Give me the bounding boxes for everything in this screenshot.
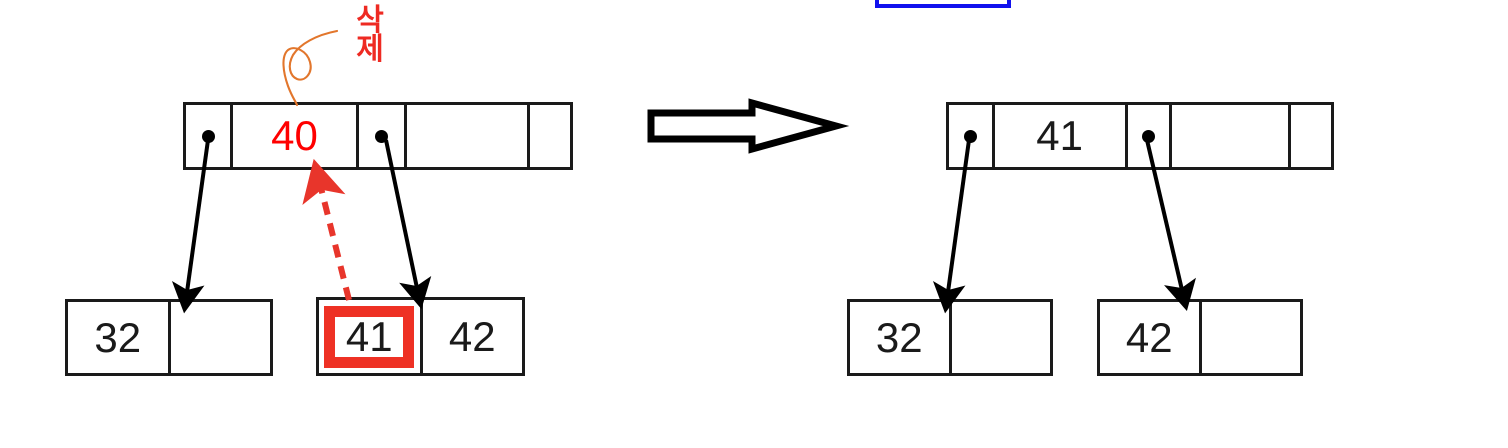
pointer-dot-icon (375, 129, 388, 143)
root-before-cell-key: 40 (233, 105, 359, 167)
pointer-arrow-root-after-left (932, 139, 971, 314)
leaf32-after-key-label: 32 (875, 313, 923, 361)
leaf32-before-cell-key: 32 (68, 302, 171, 373)
pointer-arrow-root-before-left (171, 139, 210, 314)
handdrawn-callout-curve (282, 29, 339, 107)
leaf-node-32-before: 32 (65, 299, 273, 376)
root-before-cell-empty-1 (407, 105, 530, 167)
transition-block-arrow (647, 98, 850, 154)
blue-highlight-box (875, 0, 1011, 8)
leaf32-after-cell-key: 32 (850, 302, 952, 373)
root-node-after: 41 (946, 102, 1334, 170)
leaf42-after-key-label: 42 (1125, 313, 1173, 361)
pointer-arrow-root-before-right (384, 139, 432, 310)
leaf4142-before-cell-key-42: 42 (423, 300, 523, 373)
root-before-key-label: 40 (271, 112, 318, 159)
pointer-dot-icon (963, 129, 977, 143)
root-after-cell-empty-1 (1172, 105, 1292, 167)
delete-annotation-label: 삭제 (356, 3, 384, 68)
root-after-cell-pointer-left (949, 105, 995, 167)
leaf4142-before-key-41-label: 41 (345, 312, 393, 360)
root-after-cell-key: 41 (995, 105, 1128, 167)
leaf4142-before-cell-key-41: 41 (319, 300, 423, 373)
leaf42-after-cell-key: 42 (1100, 302, 1202, 373)
root-node-before: 40 (183, 102, 573, 170)
pointer-dot-icon (201, 129, 215, 143)
key-promotion-dashed-arrow (302, 158, 352, 301)
leaf-node-42-after: 42 (1097, 299, 1303, 376)
root-before-cell-pointer-right (359, 105, 407, 167)
pointer-arrow-root-after-right (1145, 139, 1196, 312)
leaf4142-before-key-42-label: 42 (448, 312, 496, 360)
deleted-key-highlight-box (324, 306, 414, 368)
root-after-cell-pointer-right (1128, 105, 1173, 167)
pointer-dot-icon (1141, 129, 1155, 143)
leaf32-before-key-label: 32 (94, 313, 142, 361)
root-before-cell-pointer-left (186, 105, 233, 167)
root-after-key-label: 41 (1036, 112, 1083, 159)
